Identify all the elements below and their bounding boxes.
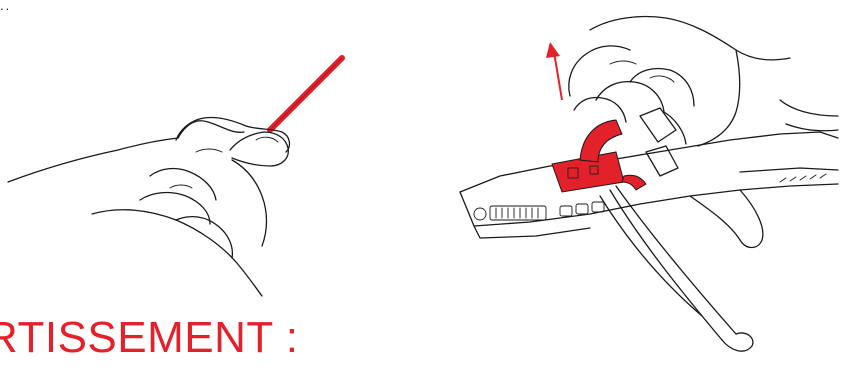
red-safety-clip	[551, 119, 647, 193]
arrow-up-icon	[546, 42, 563, 101]
corner-mark: ..	[0, 0, 12, 13]
hand-removing-red-clip-from-crossbow-illustration	[440, 0, 844, 363]
warning-heading: RTISSEMENT :	[0, 313, 299, 362]
hand-holding-red-rod-illustration	[0, 0, 360, 300]
crossbow-clip-drawing	[459, 15, 839, 352]
hand-rod-drawing	[7, 55, 345, 297]
